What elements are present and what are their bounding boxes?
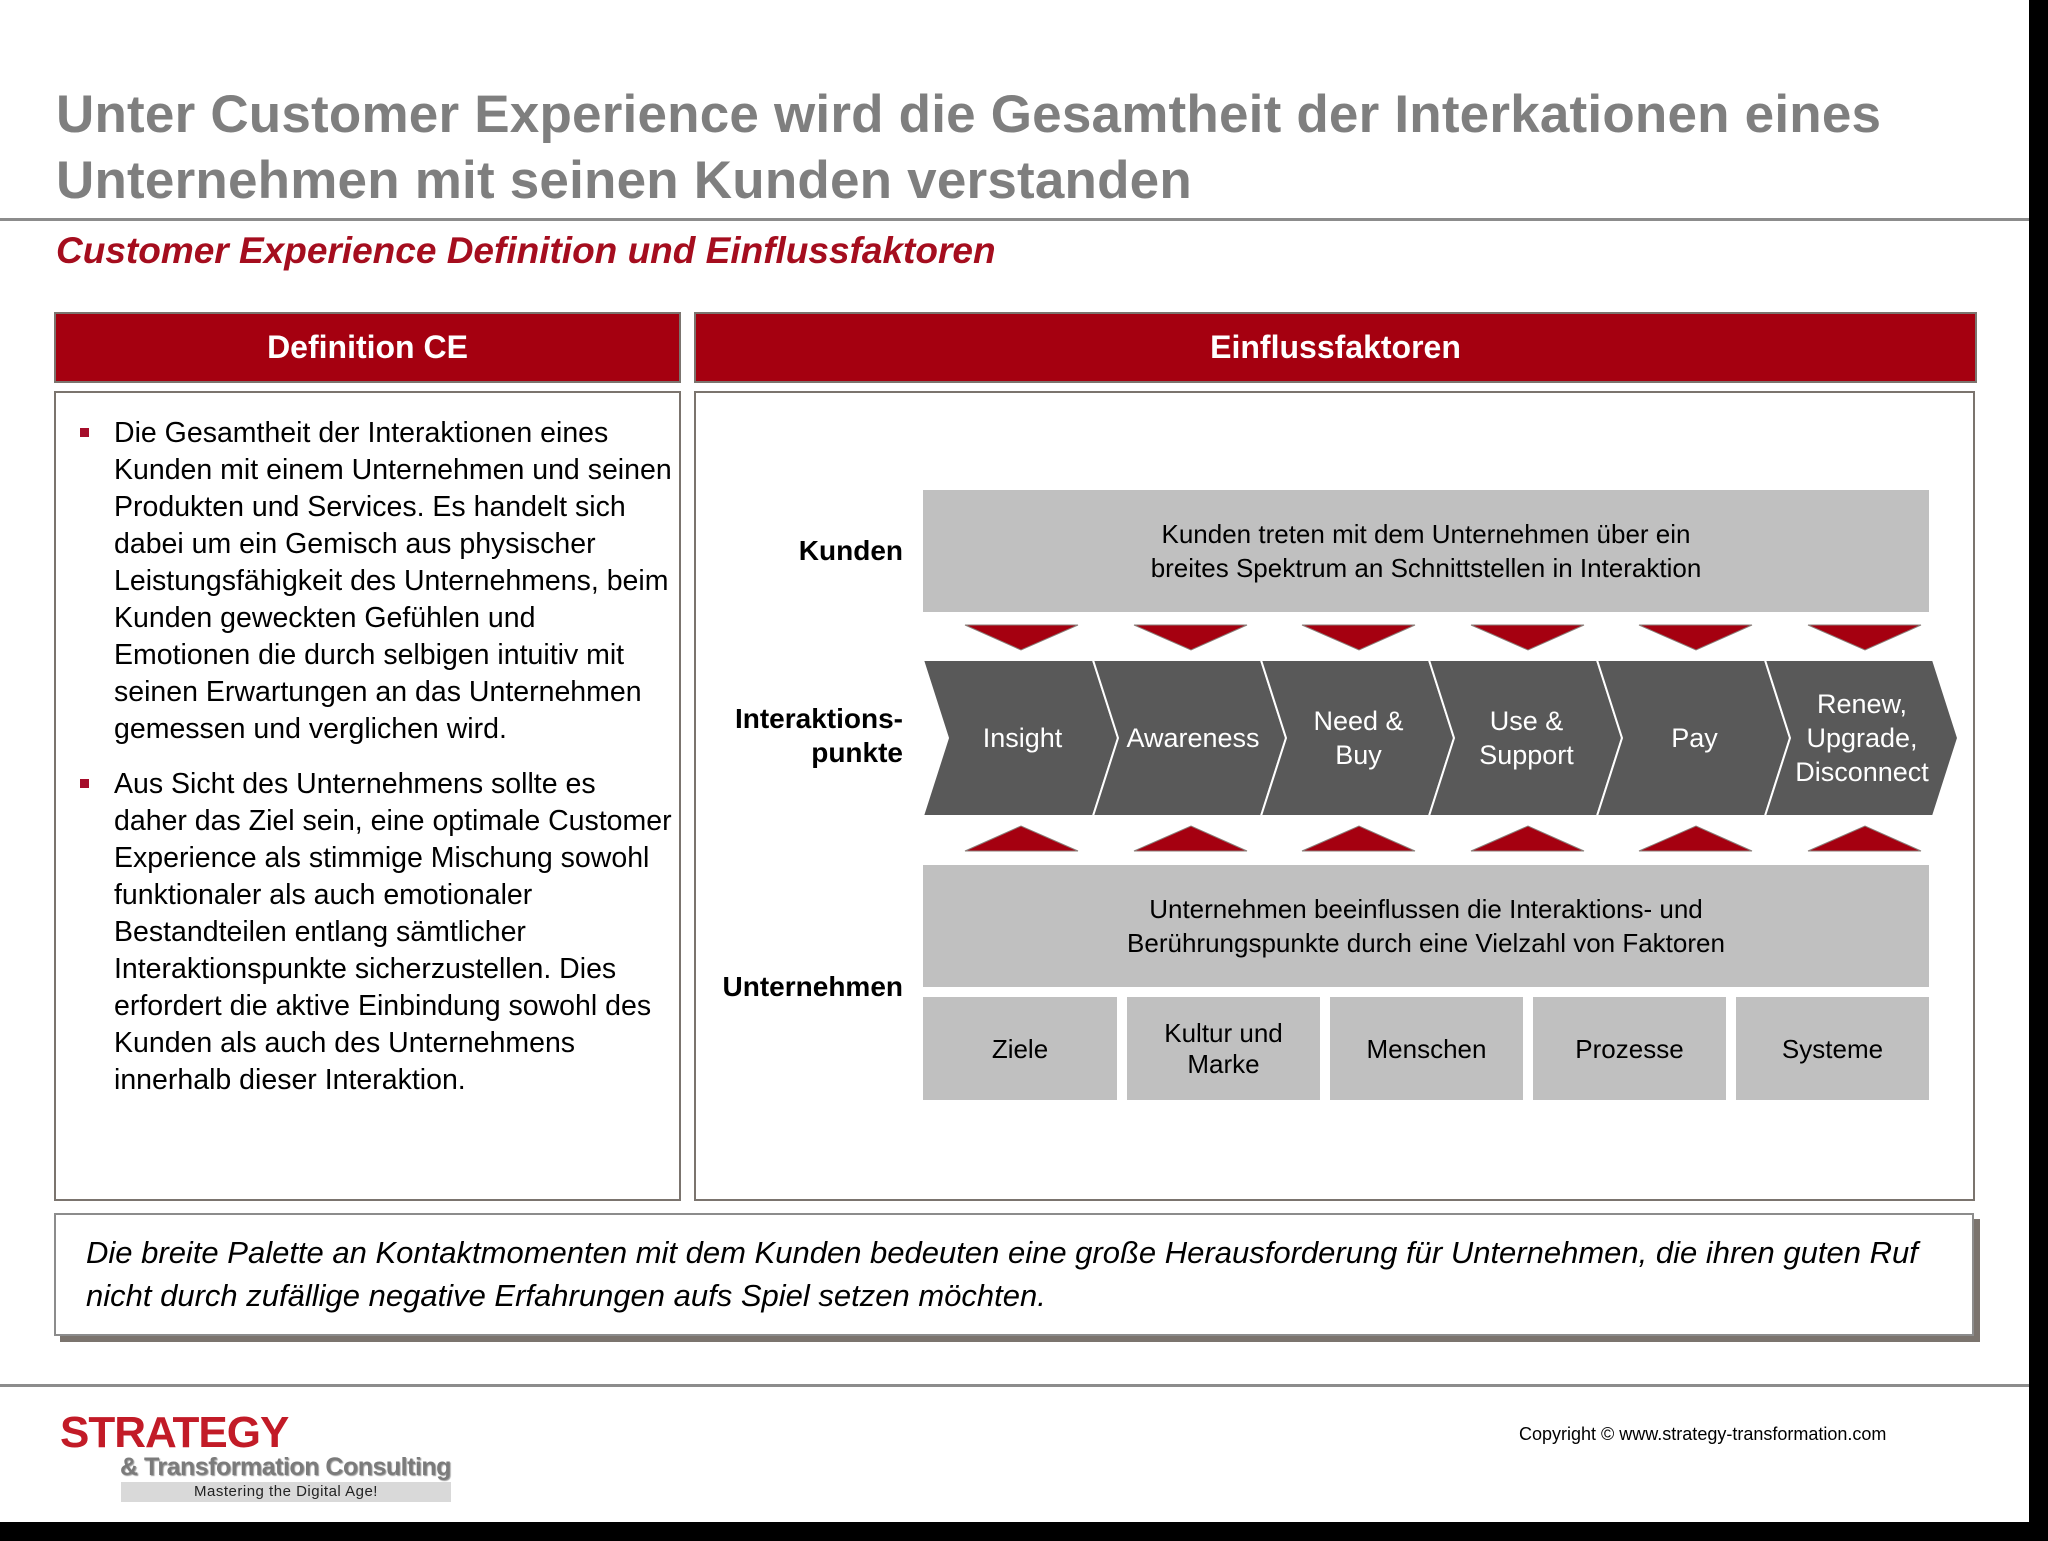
chevron-shape-renew	[1763, 660, 1960, 817]
up-arrow-icons	[964, 825, 1922, 852]
page-title-line-2: Unternehmen mit seinen Kunden verstanden	[56, 151, 1192, 210]
row-label-unternehmen: Unternehmen	[722, 971, 903, 1002]
einflussfaktoren-heading: Einflussfaktoren	[1210, 329, 1461, 365]
company-logo-main: STRATEGY	[60, 1408, 289, 1457]
einflussfaktoren-header: Einflussfaktoren	[694, 312, 1977, 383]
step-renew-upgrade-disconnect: Renew, Upgrade, Disconnect	[1795, 689, 1929, 787]
page-title: Unter Customer Experience wird die Gesam…	[56, 82, 2016, 214]
definition-panel: Die Gesamtheit der Interaktionen eines K…	[54, 391, 681, 1201]
callout-box: Die breite Palette an Kontaktmomenten mi…	[54, 1213, 1974, 1336]
bullet-text: Die Gesamtheit der Interaktionen eines K…	[114, 417, 672, 745]
step-insight: Insight	[982, 723, 1063, 753]
title-divider	[0, 218, 2029, 221]
unternehmen-text-line-2: Berührungspunkte durch eine Vielzahl von…	[1127, 928, 1725, 958]
factor-prozesse: Prozesse	[1533, 997, 1726, 1100]
company-logo-sub: & Transformation Consulting	[120, 1453, 451, 1481]
step-pay: Pay	[1671, 723, 1718, 753]
step-use-support: Use & Support	[1479, 706, 1574, 770]
factor-systeme: Systeme	[1736, 997, 1929, 1100]
kunden-text-line-2: breites Spektrum an Schnittstellen in In…	[1150, 553, 1702, 583]
definition-bullet: Aus Sicht des Unternehmens sollte es dah…	[80, 766, 674, 1099]
company-tagline: Mastering the Digital Age!	[121, 1482, 451, 1502]
unternehmen-description-box: Unternehmen beeinflussen die Interaktion…	[923, 865, 1929, 987]
step-awareness: Awareness	[1126, 723, 1260, 753]
factor-ziele: Ziele	[923, 997, 1117, 1100]
label-line-2: punkte	[811, 737, 903, 768]
row-label-kunden: Kunden	[798, 535, 903, 566]
footer-divider	[0, 1384, 2029, 1387]
copyright-text: Copyright © www.strategy-transformation.…	[1519, 1424, 1887, 1444]
page-title-line-1: Unter Customer Experience wird die Gesam…	[56, 85, 1882, 144]
slide: Unter Customer Experience wird die Gesam…	[0, 0, 2029, 1522]
square-bullet-icon	[80, 428, 89, 437]
square-bullet-icon	[80, 779, 89, 788]
definition-bullet: Die Gesamtheit der Interaktionen eines K…	[80, 415, 674, 748]
bullet-text: Aus Sicht des Unternehmens sollte es dah…	[114, 768, 672, 1096]
definition-bullet-list: Die Gesamtheit der Interaktionen eines K…	[80, 415, 674, 1117]
factor-menschen: Menschen	[1330, 997, 1523, 1100]
step-need-buy: Need & Buy	[1313, 706, 1404, 770]
factor-kultur-marke: Kultur und Marke	[1127, 997, 1320, 1100]
kunden-text-line-1: Kunden treten mit dem Unternehmen über e…	[1161, 519, 1691, 549]
label-line-1: Interaktions-	[734, 703, 903, 734]
row-label-interaktionspunkte: Interaktions- punkte	[700, 702, 903, 770]
definition-header: Definition CE	[54, 312, 681, 383]
subtitle: Customer Experience Definition und Einfl…	[56, 230, 996, 271]
definition-heading: Definition CE	[267, 329, 468, 365]
unternehmen-text-line-1: Unternehmen beeinflussen die Interaktion…	[1149, 894, 1703, 924]
chevron-process-bar	[923, 660, 1960, 817]
kunden-description-box: Kunden treten mit dem Unternehmen über e…	[923, 490, 1929, 612]
callout-text: Die breite Palette an Kontaktmomenten mi…	[86, 1235, 1918, 1313]
down-arrow-icons	[964, 624, 1922, 651]
